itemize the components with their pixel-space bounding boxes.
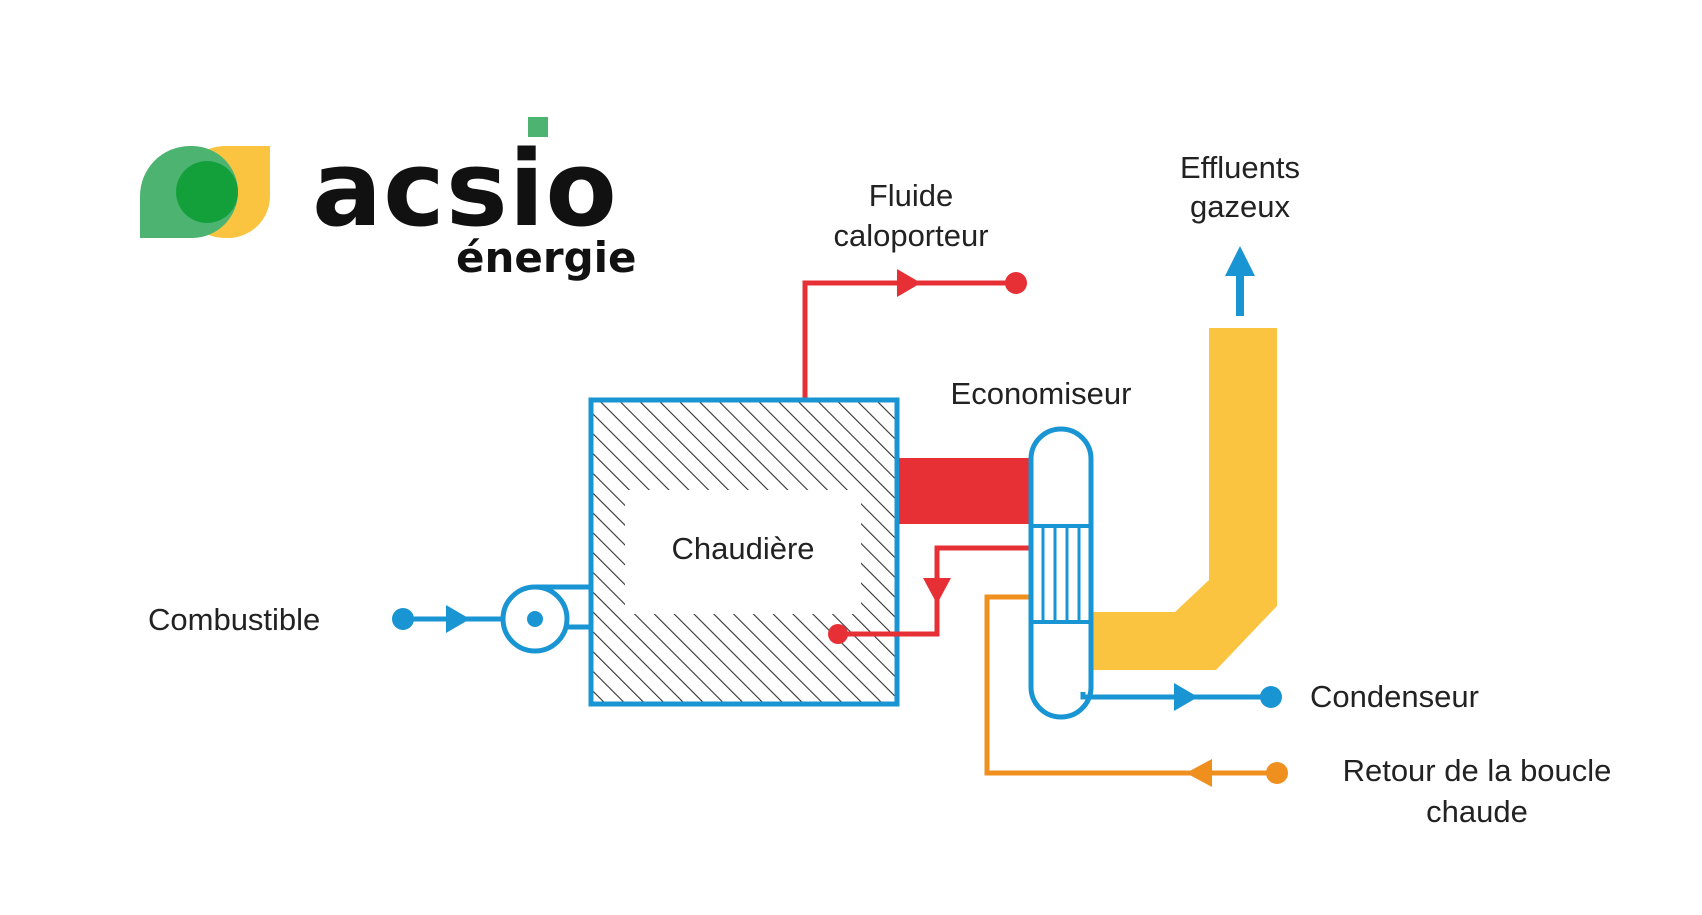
combustible-endpoint	[392, 608, 414, 630]
label-condenseur: Condenseur	[1310, 679, 1479, 714]
economiseur-tubes	[1041, 526, 1081, 622]
condenseur-endpoint	[1260, 686, 1282, 708]
label-chaudiere: Chaudière	[671, 531, 814, 566]
combustible-arrow-icon	[446, 605, 470, 633]
red-return-line	[828, 545, 1031, 644]
logo-green-overlap	[176, 161, 238, 223]
effluents-outlet	[1225, 246, 1255, 316]
label-fluide-line2: caloporteur	[833, 218, 988, 253]
label-economiseur: Economiseur	[951, 376, 1132, 411]
red-return-endpoint	[828, 624, 848, 644]
label-retour-line1: Retour de la boucle	[1343, 753, 1612, 788]
acsio-logo: acsio énergie	[140, 117, 637, 282]
label-retour-line2: chaude	[1426, 794, 1528, 829]
economiseur-outline	[1028, 426, 1094, 720]
hot-gas-duct	[899, 458, 1031, 524]
label-effluents-line2: gazeux	[1190, 189, 1290, 224]
label-combustible: Combustible	[148, 602, 320, 637]
economiseur-unit	[1028, 426, 1094, 720]
red-return-arrow-icon	[923, 578, 951, 604]
label-effluents-line1: Effluents	[1180, 150, 1300, 185]
chaudiere-boiler	[588, 397, 900, 707]
fluide-arrow-icon	[897, 269, 921, 297]
condenseur-arrow-icon	[1174, 683, 1198, 711]
fluide-caloporteur-line	[802, 269, 1027, 398]
brand-name: acsio	[312, 128, 618, 250]
flue-gas-duct	[1091, 328, 1277, 670]
label-fluide-line1: Fluide	[869, 178, 953, 213]
orange-arrow-icon	[1186, 759, 1212, 787]
logo-green-dot	[528, 117, 548, 137]
effluents-arrow-icon	[1225, 246, 1255, 276]
orange-endpoint	[1266, 762, 1288, 784]
orange-return-loop	[984, 594, 1288, 787]
fluide-endpoint	[1005, 272, 1027, 294]
combustible-feed	[392, 584, 591, 654]
chaudiere-outline	[588, 397, 900, 707]
chaudiere-inner-box	[625, 490, 861, 614]
condenseur-line	[1080, 683, 1282, 711]
pump-center-dot	[527, 611, 543, 627]
brand-tagline: énergie	[456, 233, 637, 282]
